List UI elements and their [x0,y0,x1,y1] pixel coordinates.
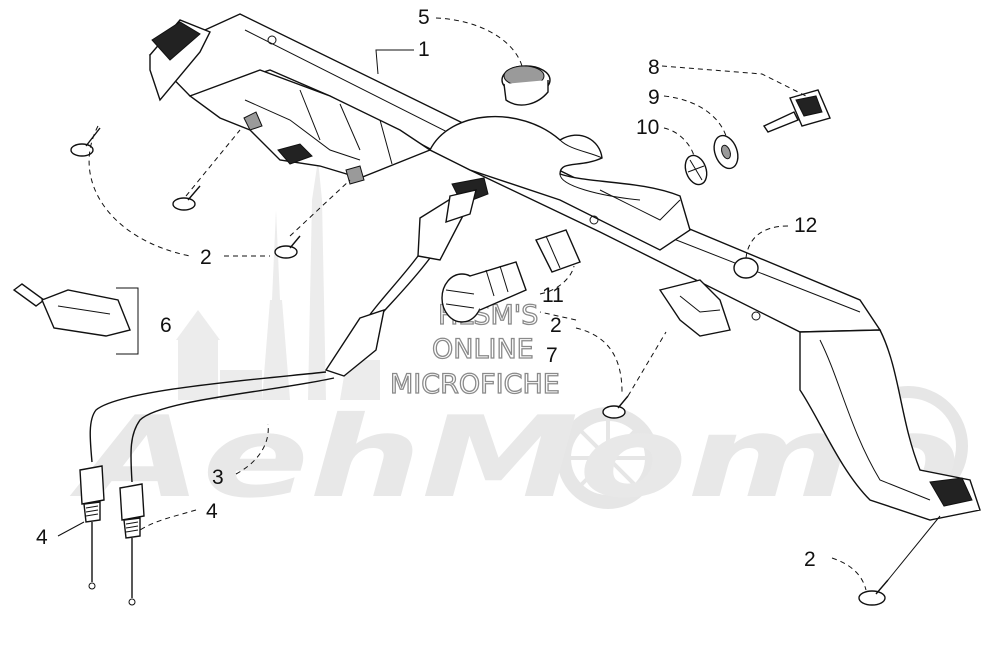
callout-5: 5 [418,6,430,29]
watermark-brand: AehMomo [69,393,960,523]
callout-2-right: 2 [804,548,816,571]
callout-3: 3 [212,466,224,489]
bracket-part-6 [12,283,139,355]
callout-1: 1 [418,38,430,61]
ignition-key-part-8 [762,89,831,133]
watermark-line3: MICROFICHE [390,369,560,400]
callout-4-right: 4 [206,500,218,523]
leader-lines [57,17,941,591]
callout-6: 6 [160,314,172,337]
callout-12: 12 [794,214,817,237]
screw-part-2-a [70,127,101,157]
washer-part-9 [713,134,739,170]
watermark-city-silhouette [176,160,380,400]
knob-part-5 [501,65,551,106]
cable-assembly-part-3 [79,177,489,606]
screw-part-2-e [858,579,889,606]
plug-part-12 [733,257,759,279]
watermark: AehMomo HLSM'S ONLINE MICROFICHE [69,160,968,523]
connector-part-7 [441,261,527,323]
screw-part-2-b [172,185,201,211]
console-cover [148,13,981,521]
callout-2-left: 2 [200,246,212,269]
callouts: 5 1 8 9 10 12 2 6 11 2 7 3 4 4 2 [36,6,817,571]
callout-4-left: 4 [36,526,48,549]
callout-8: 8 [648,56,660,79]
callout-2-center: 2 [550,314,562,337]
nut-part-10 [684,154,708,186]
callout-9: 9 [648,86,660,109]
screw-part-2-d [602,395,629,419]
switch-part-11 [535,229,581,273]
watermark-line2: ONLINE [432,334,534,365]
callout-7: 7 [546,344,558,367]
screw-part-2-c [274,235,301,259]
callout-11: 11 [542,284,564,307]
callout-10: 10 [636,116,659,139]
